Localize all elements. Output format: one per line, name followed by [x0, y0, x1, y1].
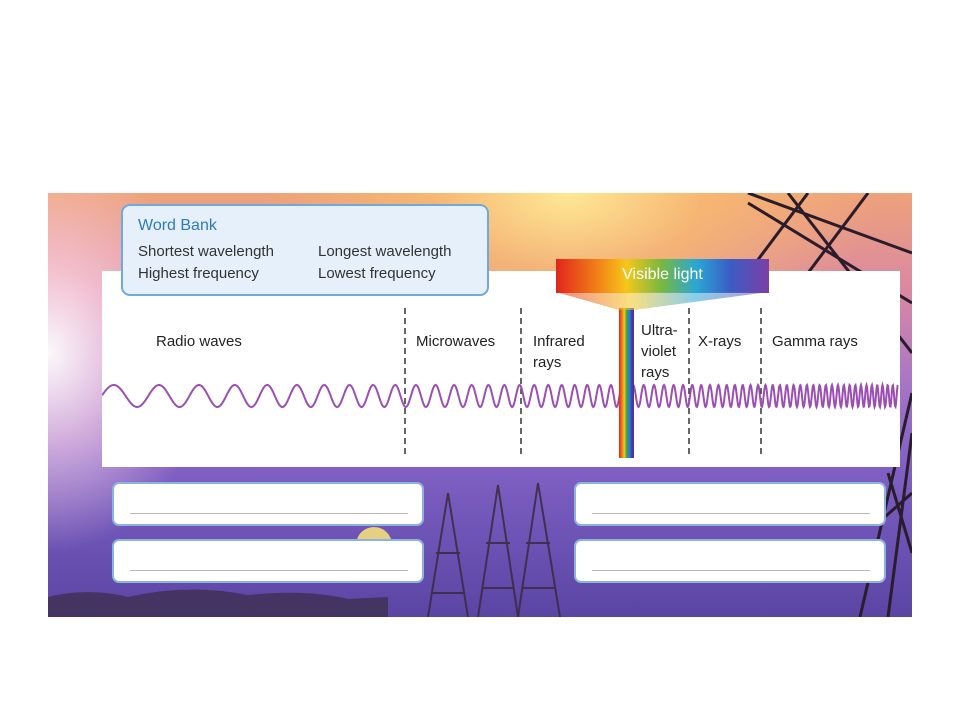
band-label-line: Microwaves	[416, 333, 496, 350]
visible-light-funnel	[556, 292, 769, 310]
band-label-line: Ultra-	[641, 322, 678, 339]
word-bank-item: Shortest wavelength	[138, 243, 274, 260]
spectrum-chart	[102, 308, 899, 458]
band-label-line: X-rays	[698, 333, 742, 350]
word-bank: Word Bank Shortest wavelength Longest wa…	[121, 204, 489, 296]
word-bank-item: Lowest frequency	[318, 265, 436, 282]
band-label-gamma-rays: Gamma rays	[772, 331, 858, 352]
visible-light-label: Visible light	[622, 266, 703, 283]
answer-box-1[interactable]	[112, 482, 424, 526]
tower-silhouettes	[48, 193, 912, 617]
em-wave	[102, 381, 899, 411]
answer-line	[130, 513, 408, 514]
answer-line	[592, 513, 870, 514]
band-label-line: violet	[641, 343, 677, 360]
band-label-line: rays	[641, 364, 670, 381]
answer-line	[592, 570, 870, 571]
band-label-line: rays	[533, 354, 562, 371]
answer-line	[130, 570, 408, 571]
answer-box-3[interactable]	[574, 482, 886, 526]
band-label-microwaves: Microwaves	[416, 331, 495, 352]
band-label-line: Gamma rays	[772, 333, 858, 350]
band-label-ultra-violet-rays: Ultra-violet rays	[641, 320, 678, 383]
answer-box-4[interactable]	[574, 539, 886, 583]
band-label-infrared-rays: Infrared rays	[533, 331, 585, 373]
answer-box-2[interactable]	[112, 539, 424, 583]
band-label-line: Radio waves	[156, 333, 242, 350]
spectrum-panel	[102, 271, 900, 467]
word-bank-item: Longest wavelength	[318, 243, 452, 260]
band-label-radio-waves: Radio waves	[156, 331, 242, 352]
visible-light-banner: Visible light	[556, 259, 769, 293]
visible-light-strip	[619, 308, 634, 458]
word-bank-title: Word Bank	[138, 217, 217, 234]
word-bank-item: Highest frequency	[138, 265, 259, 282]
band-label-line: Infrared	[533, 333, 585, 350]
band-label-x-rays: X-rays	[698, 331, 741, 352]
